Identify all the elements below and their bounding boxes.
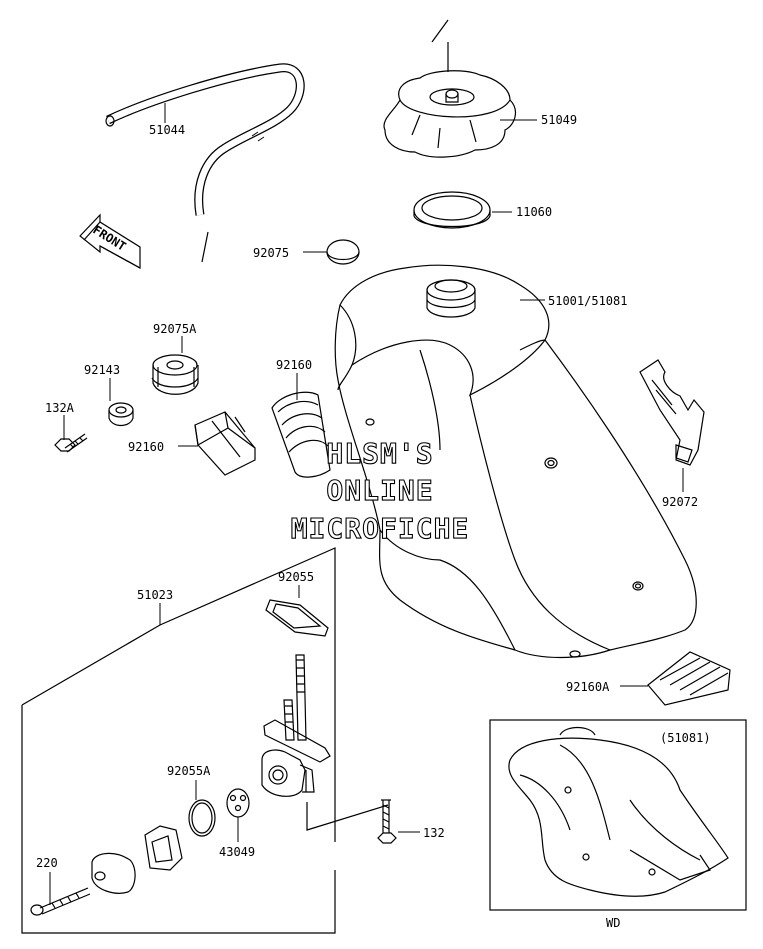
leader-lines — [49, 103, 684, 905]
rubber-pad-left — [194, 411, 256, 476]
fuel-tank-cap — [383, 19, 517, 158]
label-51044: 51044 — [149, 123, 185, 137]
label-92143: 92143 — [84, 363, 120, 377]
rubber-grommet — [151, 354, 199, 395]
collar — [108, 402, 134, 427]
label-51001-51081: 51001/51081 — [548, 294, 627, 308]
fuel-cock-lever — [144, 825, 183, 871]
screw-220 — [30, 887, 91, 916]
fuel-cock-gasket — [265, 599, 329, 637]
label-92160-left: 92160 — [128, 440, 164, 454]
label-92160a: 92160A — [566, 680, 610, 694]
filter-disc — [226, 788, 250, 818]
fuel-breather-hose — [105, 63, 305, 263]
fuel-cock — [261, 654, 331, 797]
watermark-line-3: MICROFICHE — [291, 512, 470, 545]
inset-frame — [489, 719, 747, 911]
label-132: 132 — [423, 826, 445, 840]
label-11060: 11060 — [516, 205, 552, 219]
watermark-line-2: ONLINE — [326, 474, 433, 507]
watermark-line-1: HLSM'S — [326, 437, 433, 470]
label-92072: 92072 — [662, 495, 698, 509]
inset-label: (51081) — [660, 731, 711, 745]
label-51049: 51049 — [541, 113, 577, 127]
inset-code: WD — [606, 916, 620, 930]
fuel-cock-plate — [91, 852, 136, 894]
fuel-cock-assembly-box — [21, 547, 389, 934]
bolt-132 — [377, 799, 397, 844]
rubber-pad-ribbed — [271, 391, 331, 478]
bolt-132a — [54, 433, 88, 453]
label-92160-mid: 92160 — [276, 358, 312, 372]
front-direction-marker — [79, 213, 141, 270]
label-92055: 92055 — [278, 570, 314, 584]
label-220: 220 — [36, 856, 58, 870]
cap-gasket — [413, 191, 491, 229]
label-92055a: 92055A — [167, 764, 211, 778]
tank-strap — [639, 359, 705, 466]
rubber-pad-92160a — [647, 651, 731, 706]
fuel-tank — [334, 264, 697, 659]
o-ring — [188, 799, 216, 837]
label-51023: 51023 — [137, 588, 173, 602]
label-132a: 132A — [45, 401, 75, 415]
rubber-plug — [326, 239, 360, 265]
label-92075: 92075 — [253, 246, 289, 260]
label-92075a: 92075A — [153, 322, 197, 336]
label-43049: 43049 — [219, 845, 255, 859]
